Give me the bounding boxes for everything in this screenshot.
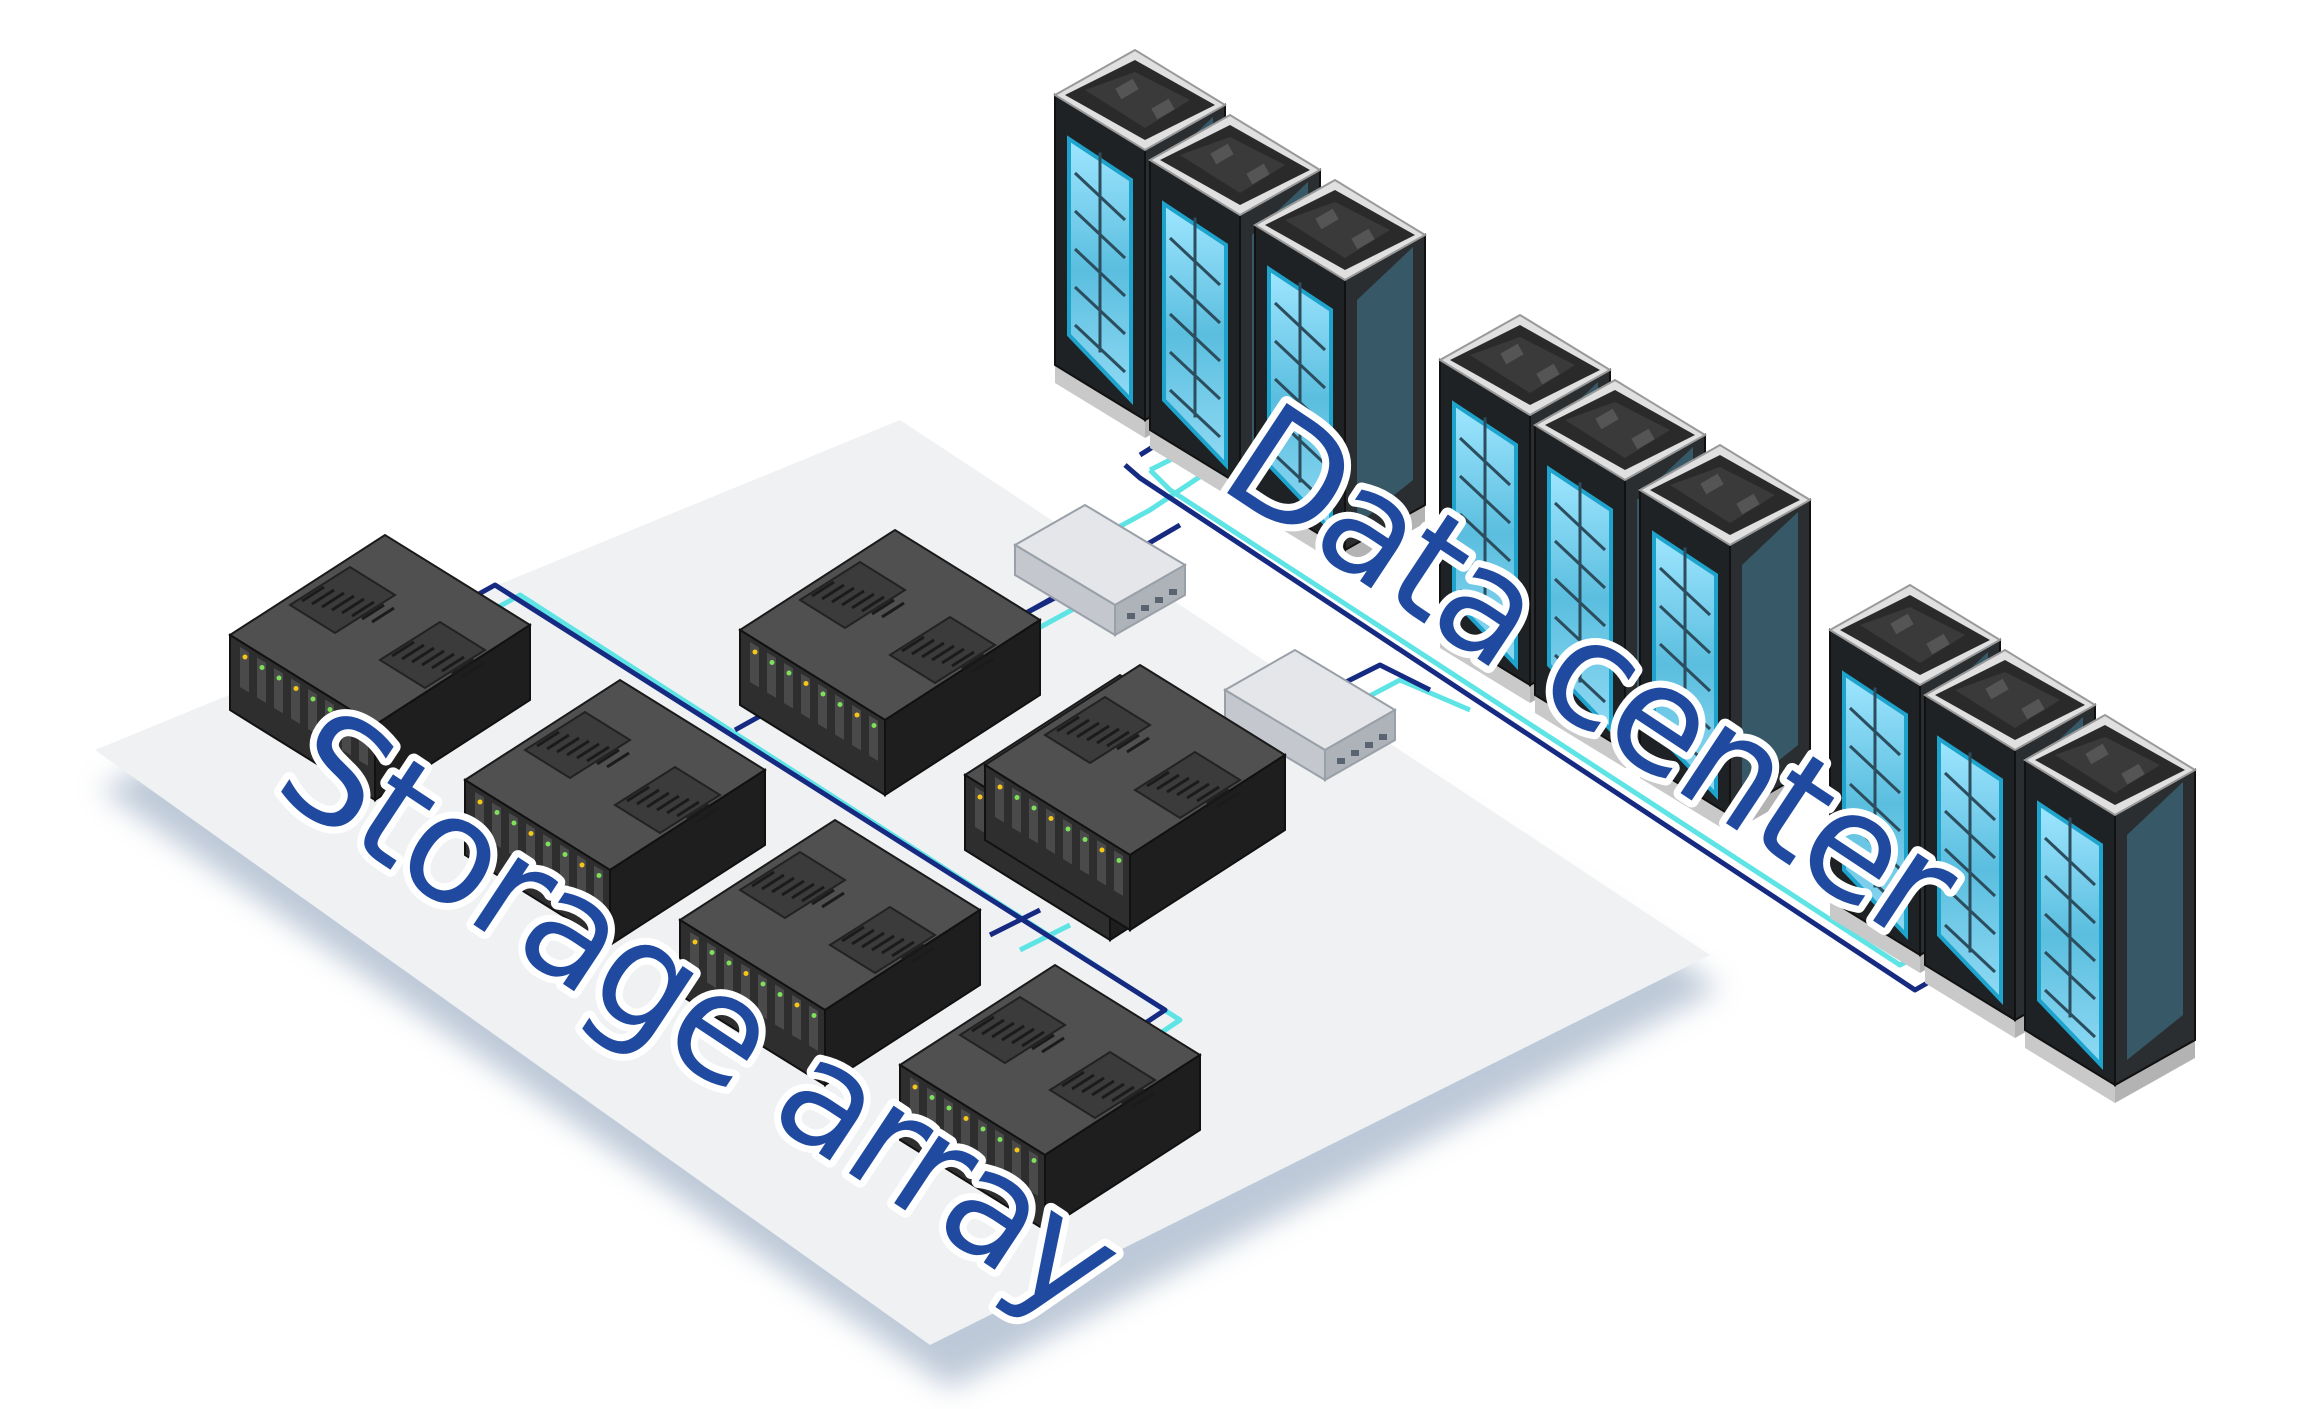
network-switch	[1013, 503, 1187, 637]
server-rack	[2023, 713, 2197, 1103]
storage-server	[463, 678, 767, 947]
server-rack	[1253, 178, 1427, 568]
storage-server	[898, 963, 1202, 1232]
storage-server	[678, 818, 982, 1087]
storage-server	[228, 533, 532, 802]
server-rack	[1638, 443, 1812, 833]
storage-server	[983, 663, 1287, 932]
network-switch	[1223, 648, 1397, 782]
storage-server	[738, 528, 1042, 797]
